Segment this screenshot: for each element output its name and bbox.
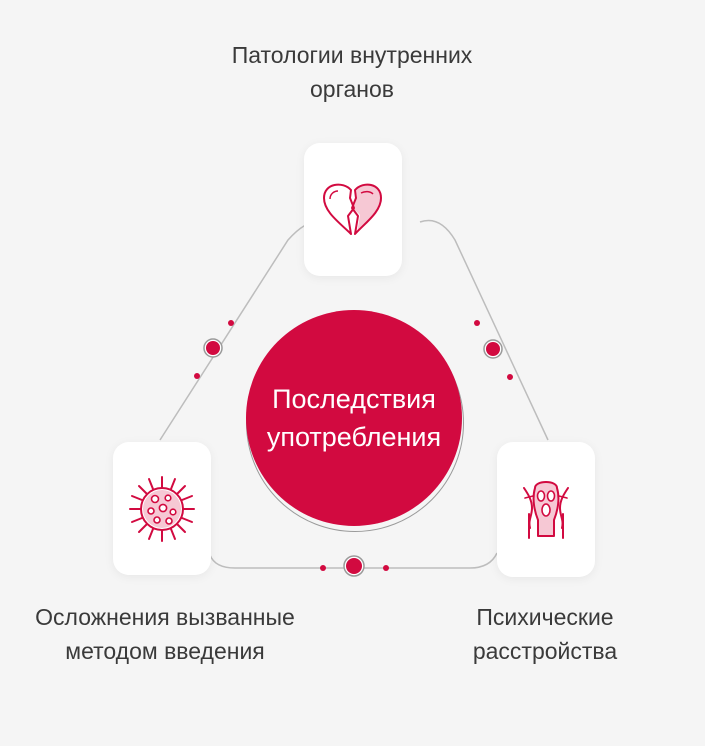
center-title-line1: Последствия <box>272 384 436 414</box>
node-label-top-line2: органов <box>310 76 394 102</box>
node-label-right-line2: расстройства <box>472 638 618 664</box>
node-label-left: Осложнения вызванные методом введения <box>10 600 320 668</box>
node-card-right <box>497 442 595 577</box>
node-label-right-line1: Психические <box>476 604 614 630</box>
node-card-top <box>304 143 402 276</box>
broken-heart-icon <box>323 182 382 235</box>
right-edge-markers <box>474 320 513 380</box>
center-title-line2: употребления <box>266 422 442 452</box>
node-label-top-line1: Патологии внутренних <box>231 42 473 68</box>
left-edge-markers <box>194 320 234 379</box>
node-label-right: Психические расстройства <box>440 600 650 668</box>
scream-face-icon <box>523 480 569 539</box>
bottom-edge-markers <box>320 555 389 577</box>
node-label-left-line1: Осложнения вызванные <box>35 604 295 630</box>
node-label-left-line2: методом введения <box>65 638 265 664</box>
virus-icon <box>129 475 195 542</box>
center-circle: Последствия употребления <box>246 310 462 526</box>
node-card-left <box>113 442 211 575</box>
node-label-top: Патологии внутренних органов <box>202 38 502 106</box>
